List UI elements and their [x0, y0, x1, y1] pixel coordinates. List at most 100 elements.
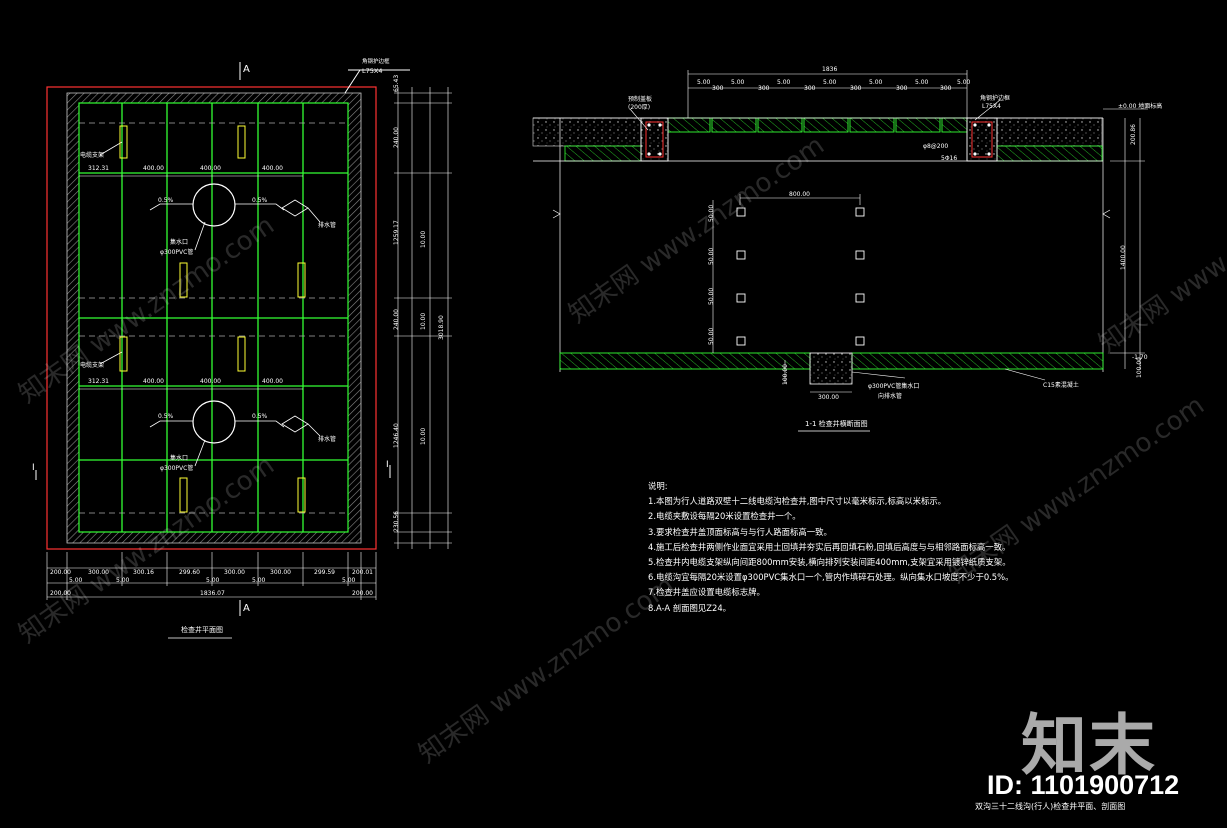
plan-bottom-dim: 300.00: [224, 569, 245, 576]
plan-sump-label: 集水口: [170, 239, 189, 246]
section-base-label: C15素混凝土: [1043, 382, 1079, 389]
plan-right-dim-b: 10.00: [420, 427, 427, 445]
watermark-id: ID: 1101900712: [987, 770, 1180, 800]
section-top-dim: 5.00: [915, 79, 929, 86]
section-angle-top-label: 角钢护边框: [980, 95, 1011, 102]
section-top-dim: 5.00: [731, 79, 745, 86]
plan-bottom-dim: 200.01: [352, 569, 373, 576]
section-right-dim: 1400.00: [1120, 245, 1127, 270]
plan-col-dim: 400.00: [200, 165, 221, 172]
section-top-dim-mid: 300: [940, 85, 952, 92]
plan-right-dim-b: 10.00: [420, 230, 427, 248]
watermark-logo: 知末: [1021, 707, 1157, 784]
plan-section-mark-top: A: [243, 64, 250, 75]
plan-right-dim: 1259.17: [393, 220, 400, 245]
plan-col-dim: 400.00: [143, 165, 164, 172]
plan-bottom-dim: 299.60: [179, 569, 200, 576]
plan-section-mark-bottom: A: [243, 603, 250, 614]
section-top-dim-mid: 300: [896, 85, 908, 92]
section-view: [532, 70, 1148, 432]
note-item: 8.A-A 剖面图见Z24。: [648, 602, 732, 613]
plan-right-total: 3018.90: [438, 315, 445, 340]
note-item: 1.本图为行人道路双壁十二线电缆沟检查井,图中尺寸以毫米标示,标高以米标示。: [648, 496, 947, 507]
plan-col-dim: 312.31: [88, 165, 109, 172]
section-level-label: ±0.00 地面标高: [1118, 103, 1163, 110]
section-sump-label: φ300PVC管集水口: [868, 383, 920, 390]
section-right-dim: 100.00: [1136, 357, 1143, 378]
plan-outline: [46, 86, 377, 550]
drawing-title: 双沟三十二线沟(行人)检查井平面、剖面图: [975, 802, 1126, 811]
section-left-dim: 50.00: [708, 287, 715, 305]
plan-slope-label: 0.5%: [252, 197, 268, 204]
plan-sump-label: 集水口: [170, 455, 189, 462]
plan-col-dim: 400.00: [262, 378, 283, 385]
plan-bottom-dim: 300.00: [270, 569, 291, 576]
section-top-dim: 5.00: [697, 79, 711, 86]
section-cover-label: 预制盖板: [628, 96, 653, 103]
plan-bracket-label: 电缆支架: [80, 362, 105, 369]
note-item: 4.施工后检查井两侧作业面宜采用土回填并夯实后再回填石粉,回填后高度与与相邻路面…: [648, 541, 1011, 552]
note-item: 6.电缆沟宜每隔20米设置φ300PVC集水口一个,管内作填碎石处理。纵向集水口…: [648, 572, 1014, 583]
note-item: 2.电缆夹敷设每隔20米设置检查井一个。: [648, 511, 801, 522]
notes-block: 说明: 1.本图为行人道路双壁十二线电缆沟检查井,图中尺寸以毫米标示,标高以米标…: [648, 479, 1013, 616]
section-top-dim: 5.00: [869, 79, 883, 86]
plan-right-dim: 1246.40: [393, 423, 400, 448]
section-inner-dim: 800.00: [789, 191, 810, 198]
note-item: 7.检查井盖应设置电缆标志牌。: [648, 587, 765, 598]
plan-slope-label: 0.5%: [252, 413, 268, 420]
plan-cut-mark-left: I: [32, 463, 35, 473]
plan-slope-label: 0.5%: [158, 413, 174, 420]
plan-view: [35, 62, 452, 639]
section-rebar-label-2: 5Φ16: [941, 155, 958, 162]
plan-col-dim: 400.00: [262, 165, 283, 172]
plan-bottom-end: 200.00: [352, 590, 373, 597]
section-top-dim-mid: 300: [758, 85, 770, 92]
section-rebar-label: φ8@200: [923, 143, 949, 150]
plan-col-dim: 400.00: [143, 378, 164, 385]
plan-bracket-label: 电缆支架: [80, 152, 105, 159]
plan-angle-label-top: 角钢护边框: [362, 59, 390, 65]
section-right-dim: -1.70: [1132, 354, 1148, 361]
section-top-dim: 5.00: [823, 79, 837, 86]
plan-bottom-dim-2: 5.00: [342, 577, 356, 584]
pipe-circle-bottom: [192, 400, 236, 444]
section-left-dim: 50.00: [708, 327, 715, 345]
plan-bottom-dim-2: 5.00: [116, 577, 130, 584]
plan-bottom-dim: 200.00: [50, 569, 71, 576]
section-right-dim: 200.86: [1130, 124, 1137, 145]
section-sump-note: 向排水管: [878, 393, 903, 400]
plan-angle-label: L75X4: [362, 67, 383, 75]
section-top-dim-mid: 300: [804, 85, 816, 92]
plan-col-dim: 400.00: [200, 378, 221, 385]
plan-bottom-dim-2: 5.00: [69, 577, 83, 584]
section-top-dim: 5.00: [957, 79, 971, 86]
plan-bottom-dim: 300.00: [88, 569, 109, 576]
plan-bottom-dim: 300.16: [133, 569, 154, 576]
plan-bottom-total: 1836.07: [200, 590, 225, 597]
plan-pipe-label: φ300PVC管: [160, 465, 194, 472]
note-item: 3.要求检查井盖顶面标高与与行人路面标高一致。: [648, 526, 832, 537]
section-left-dim: 50.00: [708, 247, 715, 265]
plan-drain-label: 排水管: [318, 436, 337, 443]
plan-cut-mark-right: I: [386, 460, 389, 470]
plan-bottom-dim: 299.59: [314, 569, 335, 576]
plan-bottom-dim-2: 5.00: [252, 577, 266, 584]
section-angle-label: L75X4: [982, 103, 1001, 110]
section-left-dim: 100.00: [782, 364, 789, 385]
section-top-dim-mid: 300: [712, 85, 724, 92]
plan-pipe-label: φ300PVC管: [160, 249, 194, 256]
plan-right-dim: 230.56: [393, 511, 400, 532]
plan-bottom-dim-2: 5.00: [206, 577, 220, 584]
plan-right-dim: 65.43: [393, 74, 400, 92]
section-top-dim-mid: 300: [850, 85, 862, 92]
section-top-dim: 5.00: [777, 79, 791, 86]
section-sump-dim: 300.00: [818, 394, 839, 401]
plan-right-dim: 240.00: [393, 127, 400, 148]
plan-title: 检查井平面图: [181, 626, 223, 634]
note-item: 5.检查井内电缆支架纵向间距800mm安装,横向排列安装间距400mm,支架宜采…: [648, 557, 1011, 568]
plan-bottom-end: 200.00: [50, 590, 71, 597]
plan-slope-label: 0.5%: [158, 197, 174, 204]
plan-right-dim-b: 10.00: [420, 312, 427, 330]
plan-drain-label: 排水管: [318, 222, 337, 229]
